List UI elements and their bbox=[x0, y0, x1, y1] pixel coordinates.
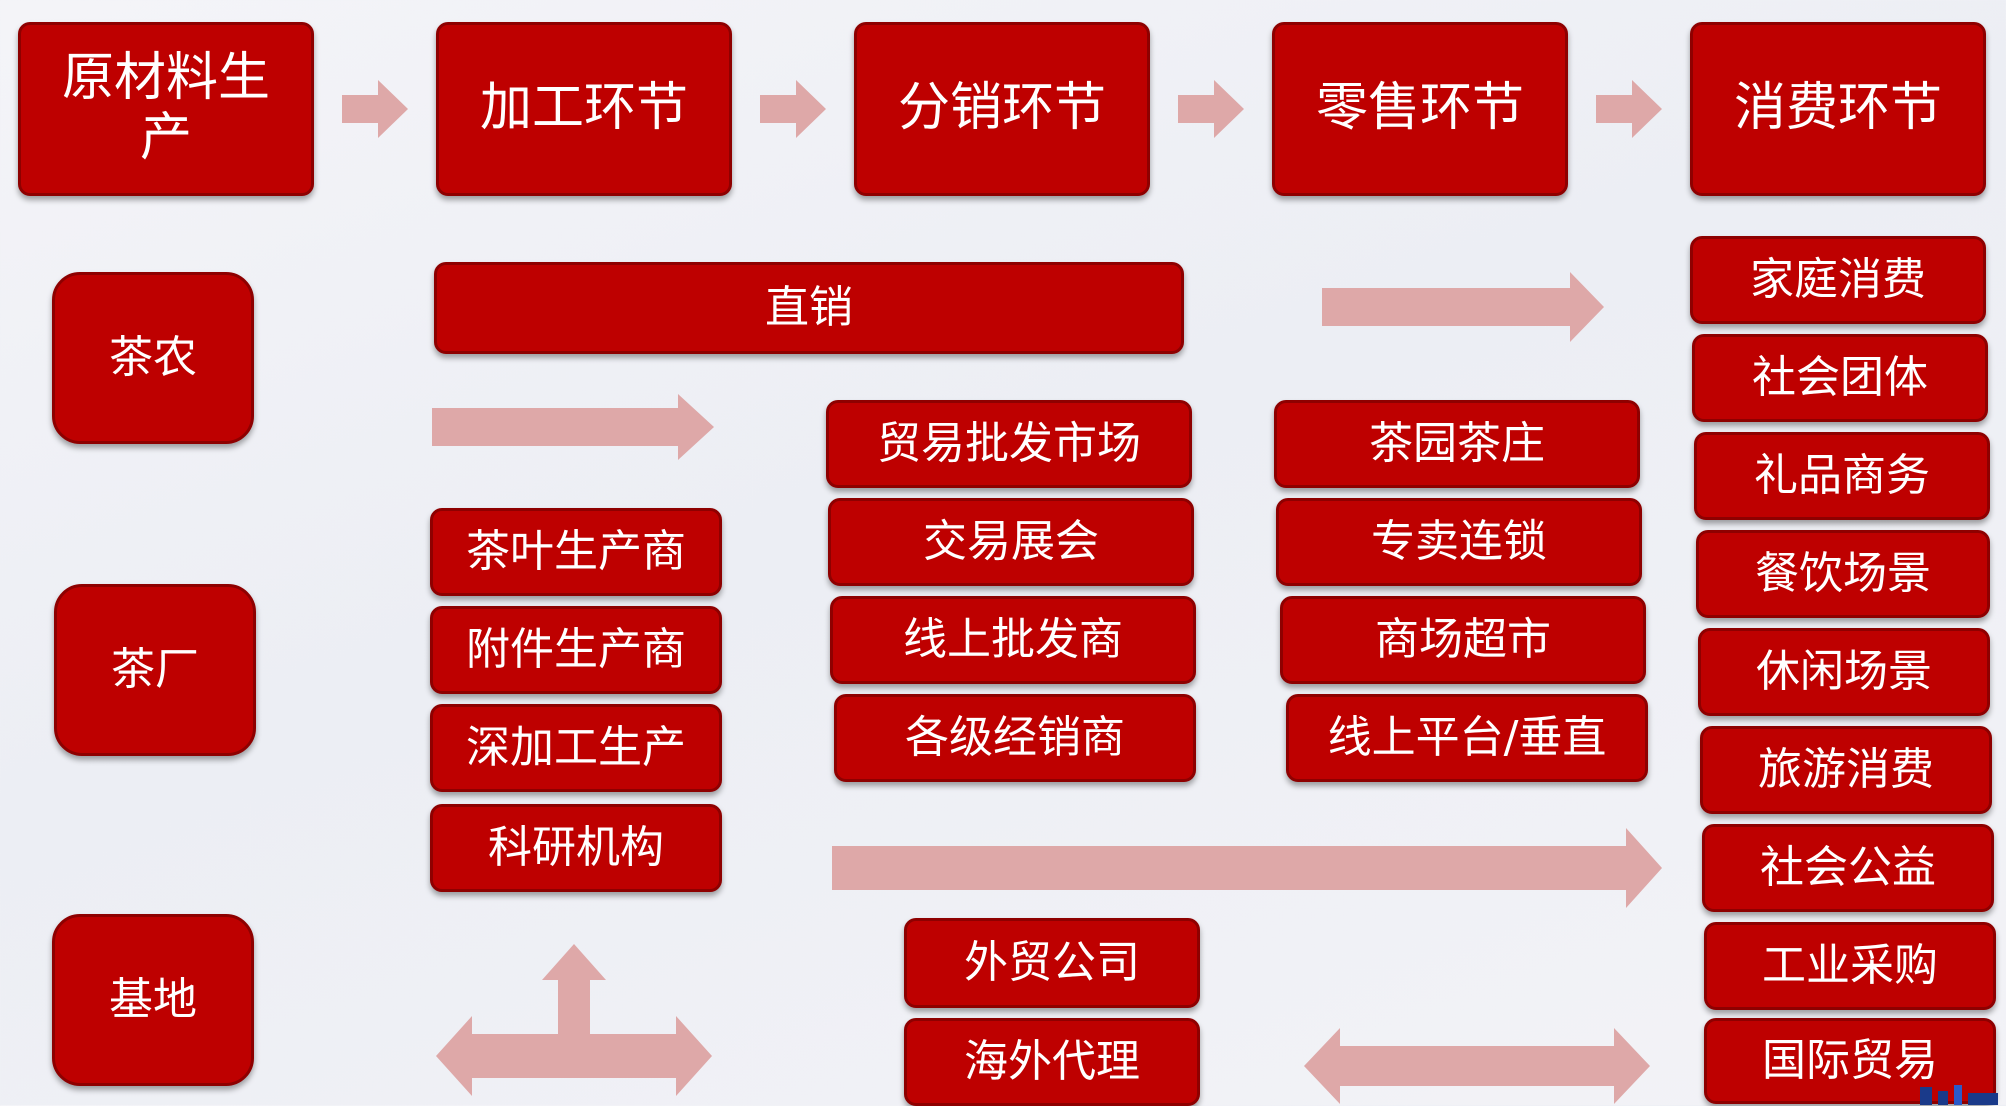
consumption-international-trade: 国际贸易 bbox=[1704, 1018, 1996, 1104]
trade-double-arrow bbox=[1304, 1028, 1650, 1104]
farmer-arrow bbox=[432, 394, 714, 460]
retailer-tea-garden: 茶园茶庄 bbox=[1274, 400, 1640, 488]
stage-arrow-1 bbox=[342, 80, 408, 138]
consumption-tourism: 旅游消费 bbox=[1700, 726, 1992, 814]
stage-distribution: 分销环节 bbox=[854, 22, 1150, 196]
stage-arrow-2 bbox=[760, 80, 826, 138]
direct-sales-arrow bbox=[1322, 272, 1604, 342]
retailer-supermarket: 商场超市 bbox=[1280, 596, 1646, 684]
stage-raw-material: 原材料生产 bbox=[18, 22, 314, 196]
producer-deep-processing: 深加工生产 bbox=[430, 704, 722, 792]
source-tea-factory: 茶厂 bbox=[54, 584, 256, 756]
distributor-online-wholesaler: 线上批发商 bbox=[830, 596, 1196, 684]
consumption-gift-business: 礼品商务 bbox=[1694, 432, 1990, 520]
distributor-wholesale-market: 贸易批发市场 bbox=[826, 400, 1192, 488]
distributor-trade-fair: 交易展会 bbox=[828, 498, 1194, 586]
retailer-chain: 专卖连锁 bbox=[1276, 498, 1642, 586]
consumption-household: 家庭消费 bbox=[1690, 236, 1986, 324]
trade-overseas-agent: 海外代理 bbox=[904, 1018, 1200, 1106]
producer-research: 科研机构 bbox=[430, 804, 722, 892]
source-base: 基地 bbox=[52, 914, 254, 1086]
producer-tea: 茶叶生产商 bbox=[430, 508, 722, 596]
distributor-dealers: 各级经销商 bbox=[834, 694, 1196, 782]
stage-arrow-3 bbox=[1178, 80, 1244, 138]
stage-arrow-4 bbox=[1596, 80, 1662, 138]
base-branch-arrow bbox=[436, 944, 712, 1096]
consumption-industrial-purchase: 工业采购 bbox=[1704, 922, 1996, 1010]
stage-consumption: 消费环节 bbox=[1690, 22, 1986, 196]
retail-to-consumption-arrow bbox=[832, 828, 1662, 908]
trade-foreign-company: 外贸公司 bbox=[904, 918, 1200, 1008]
source-tea-farmer: 茶农 bbox=[52, 272, 254, 444]
stage-processing: 加工环节 bbox=[436, 22, 732, 196]
stage-retail: 零售环节 bbox=[1272, 22, 1568, 196]
direct-sales: 直销 bbox=[434, 262, 1184, 354]
producer-accessory: 附件生产商 bbox=[430, 606, 722, 694]
consumption-social-groups: 社会团体 bbox=[1692, 334, 1988, 422]
consumption-public-welfare: 社会公益 bbox=[1702, 824, 1994, 912]
corner-logo-mark bbox=[1920, 1085, 1998, 1105]
consumption-catering: 餐饮场景 bbox=[1696, 530, 1990, 618]
retailer-online-platform: 线上平台/垂直 bbox=[1286, 694, 1648, 782]
consumption-leisure: 休闲场景 bbox=[1698, 628, 1990, 716]
